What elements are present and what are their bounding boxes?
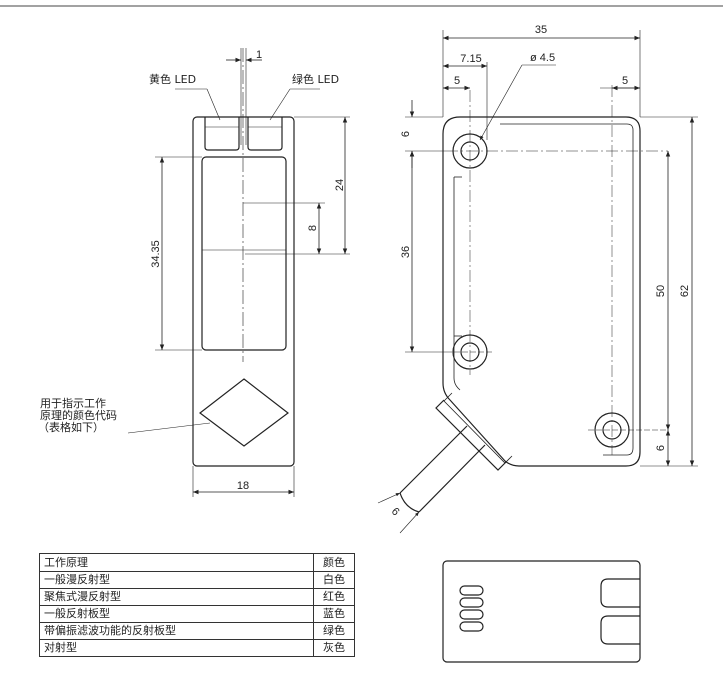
row-color: 蓝色: [313, 605, 355, 623]
back-view: [442, 560, 641, 663]
dim-5-left: 5: [454, 75, 460, 87]
green-led-window: [247, 117, 283, 151]
dim-50: 50: [655, 285, 667, 297]
led-slot-2: [459, 597, 484, 608]
dim-6-cable: 6: [389, 505, 402, 518]
front-lens-window: [201, 156, 287, 351]
dim-34-35: 34.35: [150, 240, 162, 268]
operating-principle-table: 工作原理 颜色 一般漫反射型 白色 聚焦式漫反射型 红色 一般反射板型 蓝色 带…: [39, 553, 355, 657]
cable-gland: [435, 399, 507, 471]
dim-6-top: 6: [400, 131, 412, 137]
side-body-outline: [442, 116, 641, 467]
color-code-label-line3: （表格如下）: [38, 420, 104, 434]
color-code-label-line1: 用于指示工作: [40, 396, 106, 410]
row-principle: 一般漫反射型: [39, 571, 314, 589]
front-view: [127, 48, 350, 497]
side-view: [377, 30, 698, 534]
row-principle: 一般反射板型: [39, 605, 314, 623]
header-principle: 工作原理: [39, 553, 314, 572]
dim-8: 8: [307, 225, 319, 231]
table-row: 对射型 灰色: [39, 639, 355, 657]
table-row: 带偏振滤波功能的反射板型 绿色: [39, 622, 355, 640]
back-body-outline: [442, 560, 641, 663]
green-led-label: 绿色 LED: [292, 72, 339, 86]
yellow-led-window: [204, 117, 240, 151]
color-code-label-line2: 原理的颜色代码: [40, 408, 117, 422]
dim-5-right: 5: [622, 75, 628, 87]
header-color: 颜色: [313, 553, 355, 572]
dim-7-15: 7.15: [460, 53, 481, 65]
dim-35: 35: [535, 24, 547, 36]
row-color: 白色: [313, 571, 355, 589]
led-slot-3: [459, 609, 484, 620]
dim-36: 36: [400, 246, 412, 258]
dim-18: 18: [237, 480, 249, 492]
dim-62: 62: [679, 285, 691, 297]
side-inner-outline: [500, 123, 634, 456]
row-color: 绿色: [313, 622, 355, 640]
row-color: 红色: [313, 588, 355, 606]
color-code-diamond: [199, 378, 289, 447]
row-principle: 聚焦式漫反射型: [39, 588, 314, 606]
table-row: 聚焦式漫反射型 红色: [39, 588, 355, 606]
row-principle: 带偏振滤波功能的反射板型: [39, 622, 314, 640]
led-slot-1: [459, 585, 484, 596]
cable: [399, 425, 486, 513]
front-body-outline: [192, 116, 295, 467]
table-row: 一般反射板型 蓝色: [39, 605, 355, 623]
table-header-row: 工作原理 颜色: [39, 553, 355, 572]
dim-gap: 1: [256, 49, 262, 61]
dim-hole-diameter: ø 4.5: [530, 52, 555, 64]
row-color: 灰色: [313, 639, 355, 657]
row-principle: 对射型: [39, 639, 314, 657]
back-led-window-top: [600, 578, 640, 608]
table-row: 一般漫反射型 白色: [39, 571, 355, 589]
led-slot-4: [459, 621, 484, 632]
back-led-window-bottom: [600, 615, 640, 645]
yellow-led-label: 黄色 LED: [149, 72, 196, 86]
dim-24: 24: [334, 179, 346, 191]
dim-6-bottom: 6: [655, 445, 667, 451]
